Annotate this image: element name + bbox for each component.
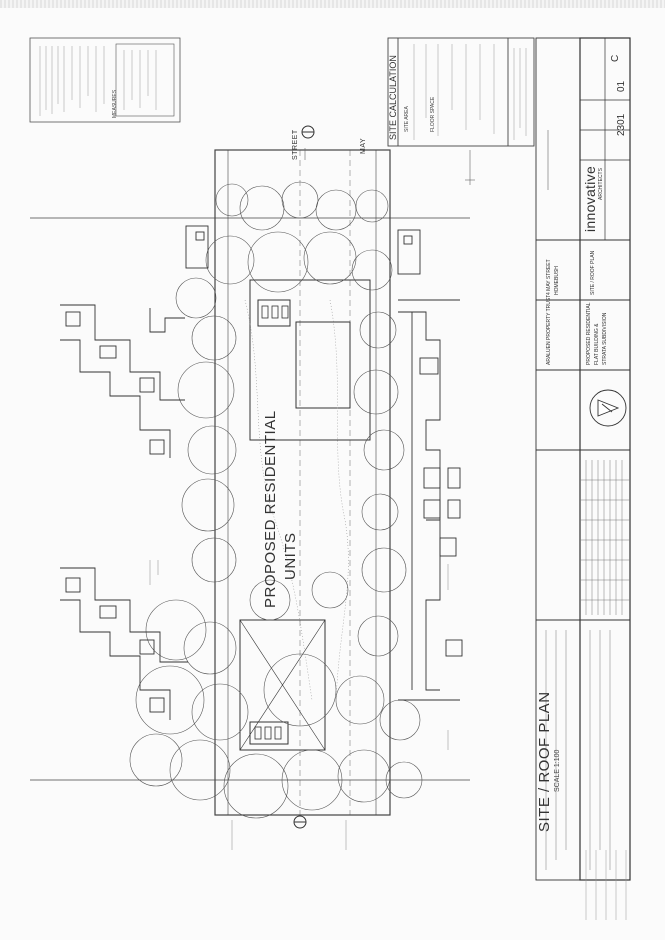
tb-sheet-no: 01	[616, 80, 627, 92]
tb-job-no: 2301	[616, 113, 627, 136]
tb-sheet-title: SITE / ROOF PLAN	[590, 250, 596, 295]
site-calc-row-2: FLOOR SPACE	[430, 96, 436, 132]
annotation-marks	[149, 560, 449, 850]
units-label-line2: UNITS	[282, 532, 299, 581]
scan-edge	[0, 0, 665, 8]
tb-project-2: FLAT BUILDING &	[594, 323, 600, 366]
north-arrow-top	[301, 125, 315, 139]
north-arrow-bottom	[293, 815, 307, 829]
notes-box-title: MEASURES	[112, 89, 118, 118]
tb-client: ARALUEN PROPERTY TRUST	[546, 294, 552, 365]
street-lines	[304, 130, 549, 190]
site-calc-row-1: SITE AREA	[404, 106, 410, 132]
street-label-may: MAY	[360, 137, 367, 154]
plan-title: SITE / ROOF PLAN	[536, 691, 553, 832]
building-footprints	[239, 279, 371, 751]
brand-sub: ARCHITECTS	[598, 168, 604, 200]
driveway	[244, 299, 349, 701]
site-calc-box	[387, 37, 535, 147]
neighbour-buildings-right	[397, 229, 463, 701]
tb-project-3: STRATA SUBDIVISION	[602, 312, 608, 365]
tb-address-1: 4 MAY STREET	[546, 259, 552, 295]
tb-project-1: PROPOSED RESIDENTIAL	[586, 302, 592, 365]
plan-scale: SCALE 1:100	[554, 749, 561, 792]
title-block	[535, 37, 631, 881]
site-boundary	[30, 149, 470, 816]
landscape-trees	[129, 181, 423, 819]
units-label-line1: PROPOSED RESIDENTIAL	[262, 410, 279, 608]
street-label: STREET	[292, 129, 299, 160]
general-notes	[585, 850, 627, 920]
brand-logo: innovative	[582, 165, 598, 232]
neighbour-buildings-left	[60, 225, 209, 720]
notes-box	[29, 37, 181, 123]
site-calc-title: SITE CALCULATION	[388, 55, 398, 140]
tb-address-2: HOMEBUSH	[554, 266, 560, 295]
tb-revision: C	[610, 54, 621, 62]
